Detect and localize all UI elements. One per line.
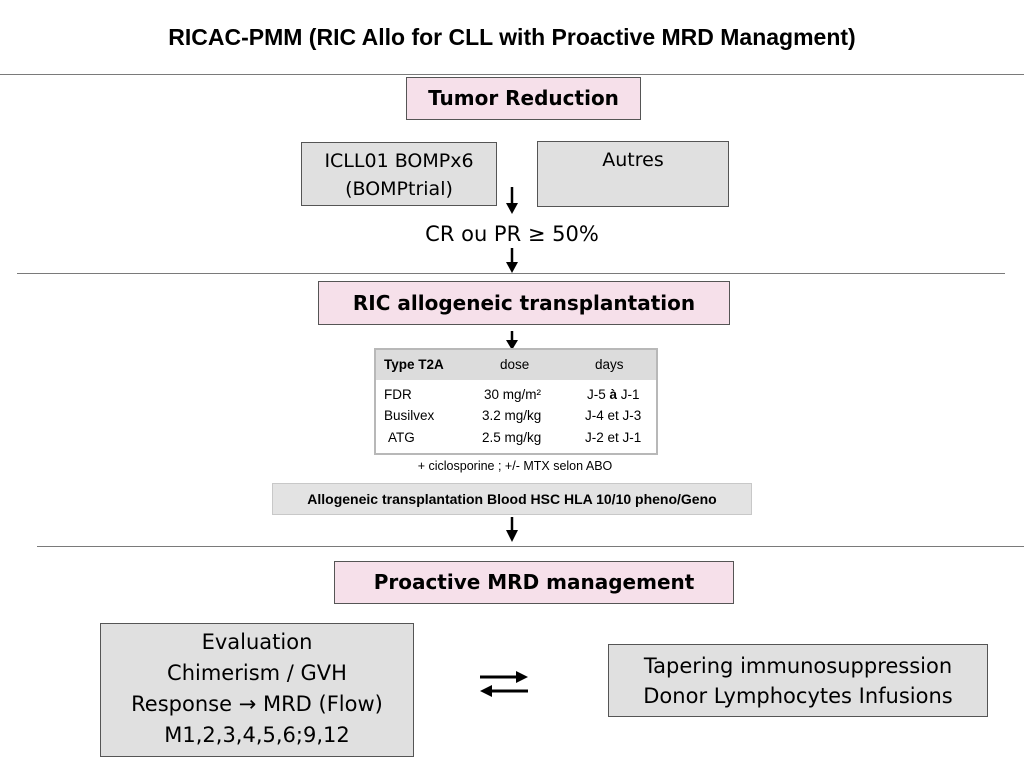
row-days: J-2 et J-1 (585, 430, 642, 445)
row-dose: 2.5 mg/kg (482, 430, 542, 445)
section-divider-1 (17, 273, 1005, 274)
induction-line-1: ICLL01 BOMPx6 (324, 150, 474, 172)
action-line: Tapering immunosuppression (643, 654, 953, 678)
evaluation-line: M1,2,3,4,5,6;9,12 (164, 723, 350, 747)
evaluation-line: Evaluation (201, 630, 313, 654)
mrd-management-box: Proactive MRD management (334, 561, 734, 604)
ric-transplant-label: RIC allogeneic transplantation (352, 291, 696, 315)
table-header (376, 350, 656, 380)
arrow-down-icon (506, 331, 518, 350)
days-text: J-5 (587, 387, 610, 402)
evaluation-line: Response → MRD (Flow) (131, 692, 383, 716)
row-drug: Busilvex (384, 408, 435, 423)
section-divider-2 (37, 546, 1024, 547)
mrd-management-label: Proactive MRD management (373, 570, 695, 594)
header-dose: dose (500, 357, 530, 372)
arrow-down-icon (506, 248, 518, 273)
induction-line-2: (BOMPtrial) (345, 178, 453, 200)
arrow-down-icon (506, 517, 518, 542)
page-title: RICAC-PMM (RIC Allo for CLL with Proacti… (168, 24, 856, 50)
hsc-source-label: Allogeneic transplantation Blood HSC HLA… (307, 491, 717, 507)
response-criteria: CR ou PR ≥ 50% (425, 222, 599, 246)
tumor-reduction-box: Tumor Reduction (406, 77, 641, 120)
autres-label: Autres (602, 149, 664, 171)
row-dose: 3.2 mg/kg (482, 408, 542, 423)
row-days: J-4 et J-3 (585, 408, 642, 423)
row-drug: FDR (384, 387, 412, 402)
conditioning-table: Type T2A dose days FDR 30 mg/m² J-5 à J-… (374, 348, 658, 455)
header-days: days (595, 357, 624, 372)
actions-box: Tapering immunosuppression Donor Lymphoc… (608, 644, 988, 717)
row-dose: 30 mg/m² (484, 387, 542, 402)
ric-transplant-box: RIC allogeneic transplantation (318, 281, 730, 325)
bidirectional-arrow-icon (480, 671, 528, 697)
title-divider (0, 74, 1024, 75)
header-type: Type T2A (384, 357, 444, 372)
tumor-reduction-label: Tumor Reduction (428, 86, 619, 110)
gvhd-prophylaxis-note: + ciclosporine ; +/- MTX selon ABO (417, 459, 613, 473)
row-days: J-5 à J-1 (587, 387, 640, 402)
row-drug: ATG (388, 430, 415, 445)
days-connector: à (609, 387, 618, 402)
arrow-down-icon (506, 187, 518, 214)
evaluation-line: Chimerism / GVH (167, 661, 347, 685)
autres-box: Autres (537, 141, 729, 207)
induction-box: ICLL01 BOMPx6 (BOMPtrial) (301, 142, 497, 206)
evaluation-box: Evaluation Chimerism / GVH Response → MR… (100, 623, 414, 757)
action-line: Donor Lymphocytes Infusions (643, 684, 953, 708)
hsc-source-box: Allogeneic transplantation Blood HSC HLA… (272, 483, 752, 515)
days-text: J-1 (617, 387, 640, 402)
